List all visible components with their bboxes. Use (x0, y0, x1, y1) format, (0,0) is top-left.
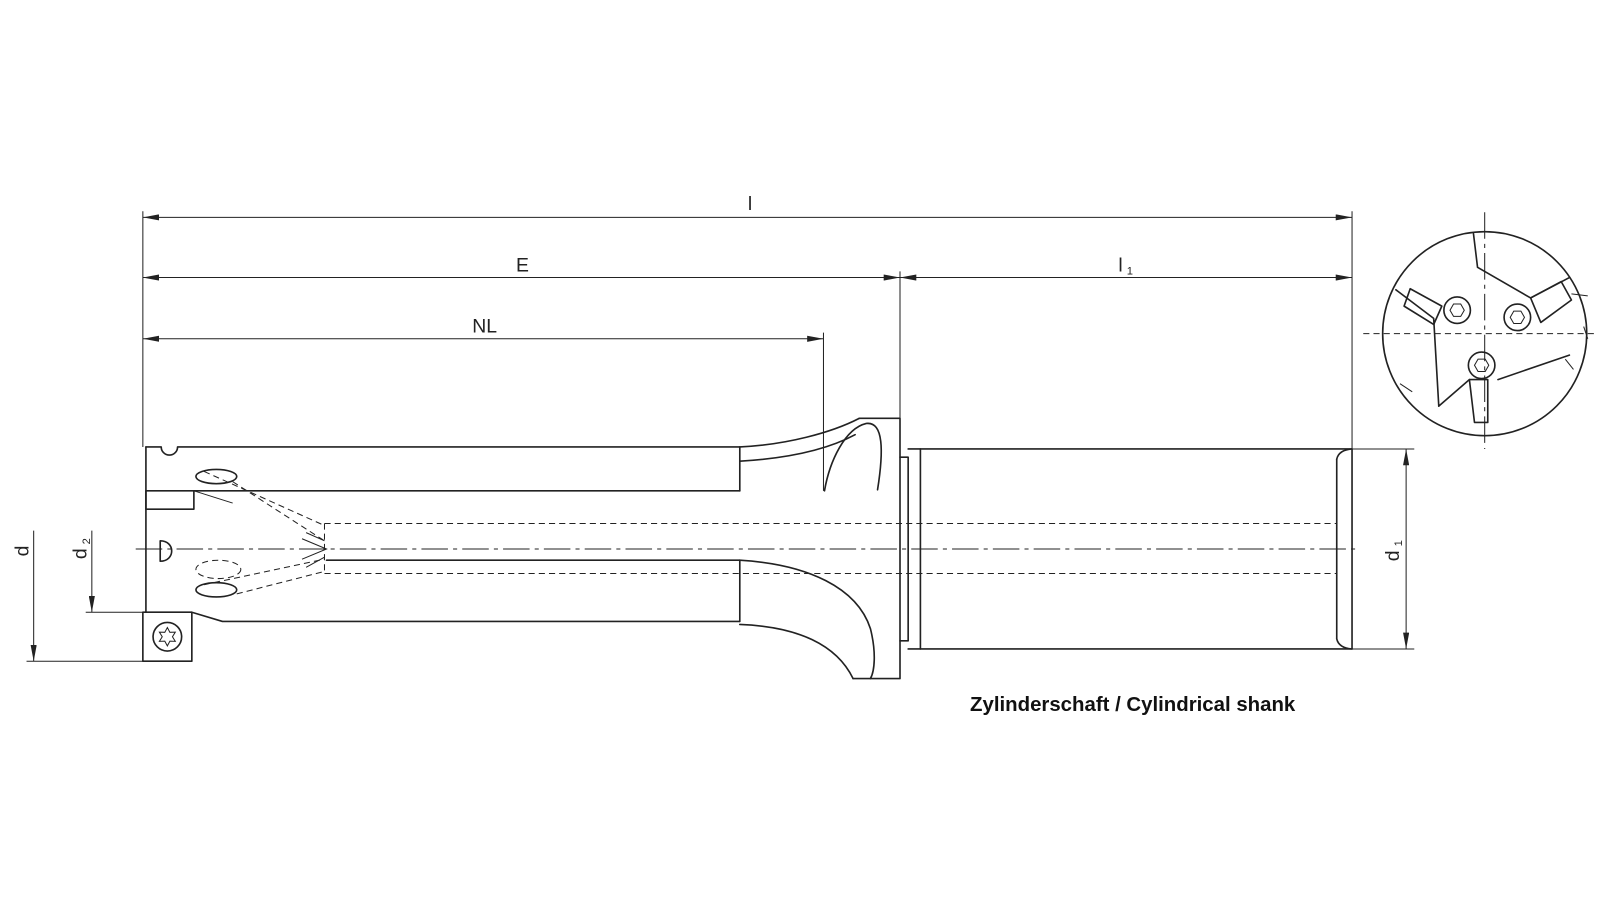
flute-wall-lower (1437, 378, 1471, 407)
coolant-exit-lower-hidden (195, 559, 242, 580)
end-insert-right (1529, 280, 1573, 324)
body-bottom-runout (738, 623, 854, 680)
upper-insert (145, 490, 195, 510)
label-l: l (748, 193, 752, 215)
screw-upper-left (1443, 296, 1472, 325)
periphery-notch-c (1399, 383, 1413, 393)
hex-socket-icon (1473, 358, 1490, 372)
shank-neck (899, 456, 909, 642)
hex-socket-icon (1449, 303, 1465, 317)
center-point-mark (159, 540, 173, 563)
shoulder-top-curve (738, 417, 861, 448)
label-d1-symbol: d (1382, 550, 1404, 561)
cylindrical-shank (899, 448, 1353, 650)
end-view (1363, 212, 1598, 449)
inserts-side-view (142, 490, 233, 663)
lower-insert-screw (152, 621, 183, 652)
label-e: E (516, 254, 529, 276)
drawing-caption: Zylinderschaft / Cylindrical shank (970, 694, 1296, 716)
shank-body (919, 448, 1353, 650)
screw-bottom (1467, 351, 1496, 380)
flute-runout-lower (738, 559, 876, 680)
shank-chamfer-top (1335, 448, 1353, 460)
end-insert-upper-left (1403, 287, 1443, 326)
label-l1-symbol: l (1118, 254, 1122, 276)
label-l-text: l (748, 193, 752, 215)
shoulder-inner-curve (738, 433, 856, 463)
coolant-branch-upper-a (203, 470, 325, 526)
lower-insert (142, 611, 193, 663)
body-bottom-edge (191, 611, 741, 623)
coolant-branch-upper-b (232, 481, 325, 542)
label-e-text: E (516, 254, 529, 276)
shank-neck-groove (907, 448, 922, 650)
label-d-text: d (12, 546, 34, 557)
label-d: d (12, 546, 34, 557)
flute-notch-top (1472, 232, 1571, 299)
dimension-lines (26, 211, 1415, 662)
screw-right (1503, 303, 1532, 332)
coolant-channels (195, 468, 1338, 598)
label-d2-symbol: d (70, 548, 92, 559)
coolant-tip-solid-b (305, 532, 325, 568)
torx-icon (158, 626, 177, 647)
label-d1-subscript: 1 (1393, 540, 1405, 546)
label-d2-subscript: 2 (81, 538, 93, 544)
periphery-notch-a (1571, 293, 1588, 297)
coolant-branch-lower-a (203, 558, 325, 586)
label-d2: d2 (70, 538, 93, 559)
flange (852, 417, 901, 680)
coolant-branch-lower-b (236, 570, 325, 595)
drawing-caption-text: Zylinderschaft / Cylindrical shank (970, 694, 1296, 716)
body-top-edge (145, 446, 741, 456)
flute-wall-left (1395, 288, 1440, 407)
coolant-exit-lower (195, 581, 238, 598)
hex-socket-icon (1509, 310, 1526, 325)
coolant-exit-upper (195, 468, 238, 485)
periphery-notch-b (1583, 326, 1589, 339)
flute-runout-upper (823, 422, 883, 492)
end-insert-bottom (1468, 378, 1489, 424)
upper-insert-edge (193, 490, 233, 504)
label-l1-subscript: 1 (1127, 265, 1133, 277)
label-nl: NL (472, 316, 497, 338)
label-nl-text: NL (472, 316, 497, 338)
periphery-notch-d (1564, 358, 1574, 370)
drill-body (145, 417, 901, 680)
coolant-tip-solid-a (301, 538, 328, 560)
flute-wall-lower-right (1497, 354, 1571, 381)
label-d1: d1 (1382, 540, 1405, 561)
shank-chamfer-bottom (1335, 637, 1353, 650)
